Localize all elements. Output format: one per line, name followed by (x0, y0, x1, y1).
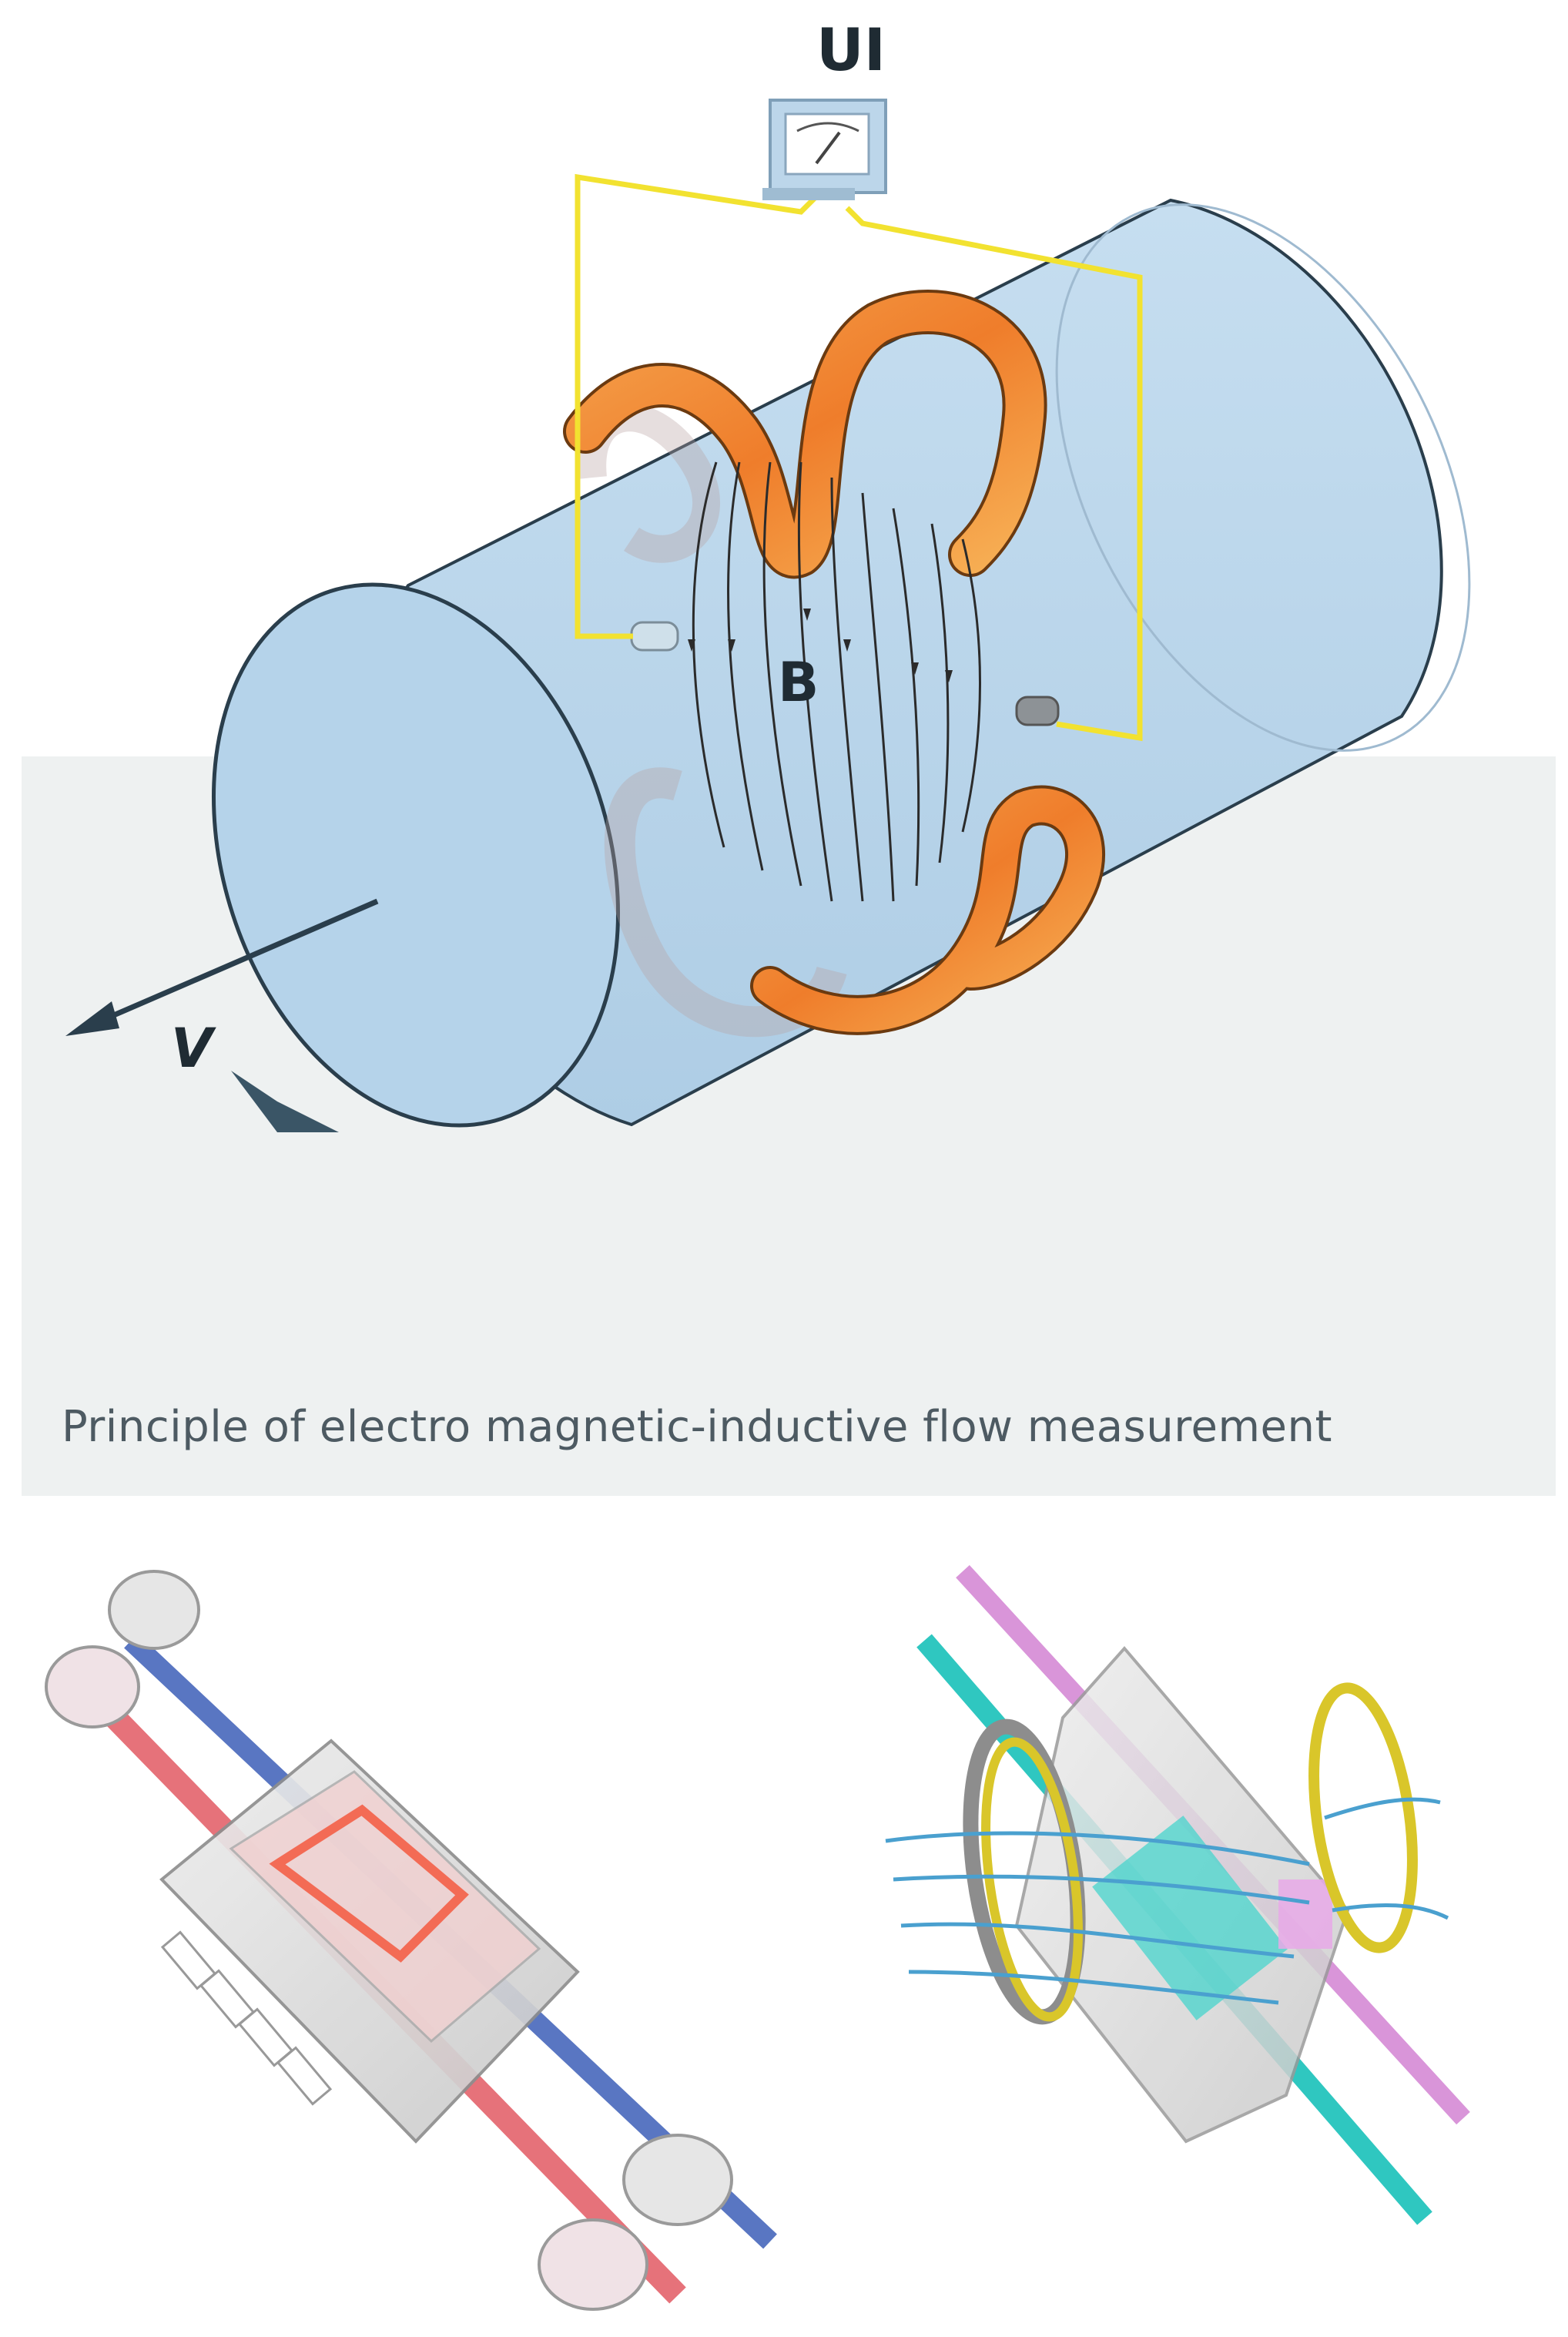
wiring (575, 173, 1143, 742)
pipe-front-face (211, 582, 621, 1128)
velocity-label: V (171, 1017, 213, 1080)
field-lines (692, 461, 981, 902)
electrode-icon (630, 621, 679, 652)
connector-icon (45, 1570, 733, 2311)
microfluidic-device-left (45, 1570, 777, 2311)
magnetic-field-label: B (778, 651, 819, 714)
lower-coil (750, 785, 1106, 1035)
field-arrowheads (688, 609, 953, 682)
velocity-arrow-icon (65, 898, 379, 1036)
pipe (211, 198, 1471, 1132)
field-lines-right (885, 1797, 1449, 2005)
meter-icon (762, 99, 887, 200)
electrode-icon (1015, 696, 1060, 726)
meter-label: UI (816, 15, 886, 84)
upper-coil (563, 290, 1047, 579)
figure-caption: Principle of electro magnetic-inductive … (62, 1402, 1332, 1452)
microfluidic-device-right (885, 1564, 1470, 2225)
coil-ring-icon (963, 1682, 1418, 2025)
